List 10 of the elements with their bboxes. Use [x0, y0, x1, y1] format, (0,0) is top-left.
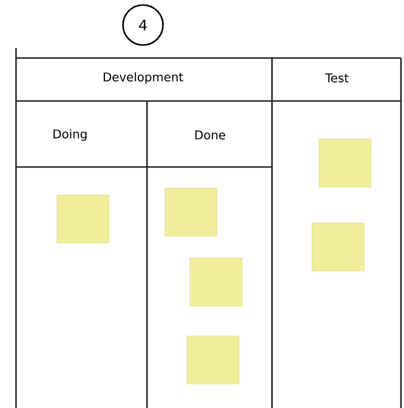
sticky-note [56, 194, 110, 244]
sticky-note [190, 258, 242, 306]
sticky-note [318, 138, 372, 188]
column-heading: Test [325, 74, 349, 82]
sticky-note [164, 188, 218, 236]
sticky-note [186, 336, 240, 384]
column-heading: Done [195, 130, 226, 140]
column-heading: Doing [54, 129, 86, 141]
column-heading: Development [104, 72, 184, 84]
sticky-note [312, 222, 364, 272]
